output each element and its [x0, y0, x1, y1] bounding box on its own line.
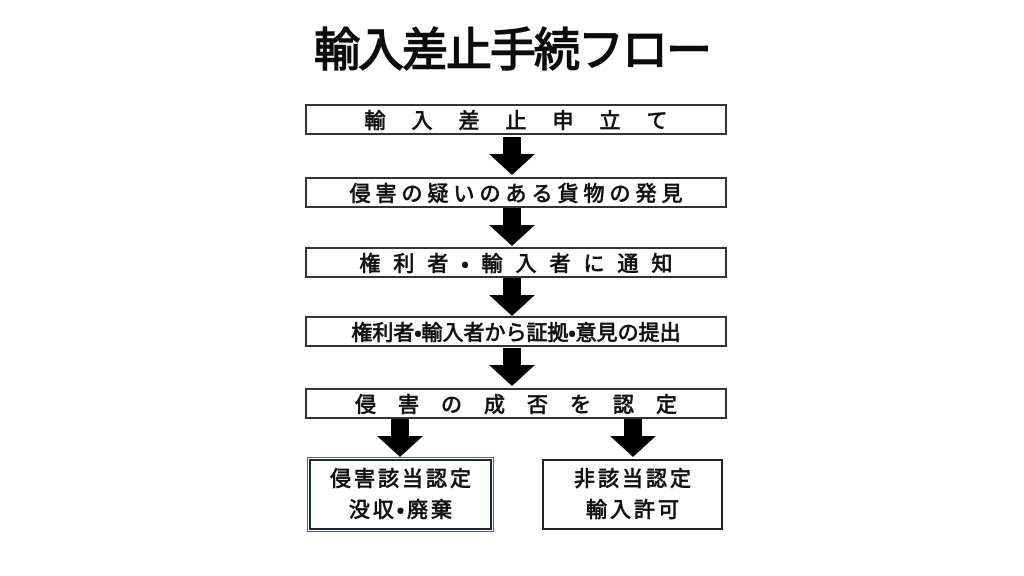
branch-down-arrow-right-icon [610, 419, 656, 457]
branch-down-arrow-left-icon [377, 419, 423, 457]
outcome-line-action: 没収・廃棄 [348, 498, 456, 522]
outcome-box-non-infringement: 非該当認定 輸入許可 [542, 459, 723, 530]
outcome-line-determination: 侵害該当認定 [330, 467, 474, 491]
flow-step-label: 権利者・輸入者に通知 [359, 252, 686, 276]
flow-step-notification: 権利者・輸入者に通知 [305, 247, 727, 278]
flow-step-label: 権利者・輸入者から証拠・意見の提出 [351, 321, 681, 345]
down-arrow-icon [489, 137, 535, 175]
down-arrow-icon [489, 348, 535, 386]
flow-step-label: 輸入差止申立て [364, 109, 694, 133]
page-title: 輸入差止手続フロー [314, 24, 712, 76]
outcome-line-action: 輸入許可 [586, 498, 682, 522]
flow-step-label: 侵害の成否を認定 [355, 393, 699, 417]
flow-step-evidence: 権利者・輸入者から証拠・意見の提出 [305, 316, 727, 347]
flow-step-determination: 侵害の成否を認定 [305, 388, 727, 419]
down-arrow-icon [489, 278, 535, 316]
flow-step-application: 輸入差止申立て [305, 104, 727, 135]
outcome-line-determination: 非該当認定 [574, 467, 694, 491]
down-arrow-icon [489, 208, 535, 246]
flow-step-discovery: 侵害の疑いのある貨物の発見 [305, 177, 727, 208]
outcome-box-infringement: 侵害該当認定 没収・廃棄 [309, 459, 492, 530]
flow-step-label: 侵害の疑いのある貨物の発見 [349, 182, 688, 206]
